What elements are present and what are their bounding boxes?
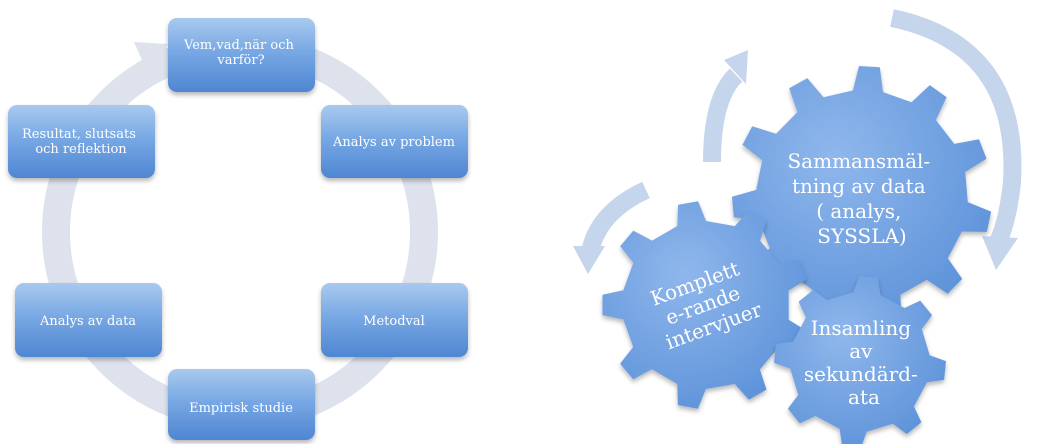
cycle-node-6-line-2: och reflektion xyxy=(35,142,127,157)
curved-arrow-right xyxy=(890,9,1022,246)
svg-text:Empirisk studie: Empirisk studie xyxy=(189,401,293,416)
cycle-node-3: Metodval xyxy=(321,283,468,357)
small-gear-line-1: Insamling xyxy=(811,316,912,340)
svg-text:Metodval: Metodval xyxy=(363,314,425,329)
svg-text:Vem,vad,när och varför: Vem,vad,när och varför? xyxy=(183,38,298,68)
large-gear-line-3: ( analys, xyxy=(816,199,901,223)
cycle-node-3-line-1: Metodval xyxy=(363,314,425,329)
cycle-node-4-line-1: Empirisk studie xyxy=(189,401,293,416)
large-gear-label: Sammansmäl- tning av data ( analys, SYSS… xyxy=(787,149,936,248)
small-gear xyxy=(774,276,946,444)
cycle-node-2-line-1: Analys av problem xyxy=(332,135,455,150)
cycle-diagram: Vem,vad,när och varför? Analys av proble… xyxy=(8,18,468,440)
large-gear-line-2: tning av data xyxy=(792,174,926,198)
large-gear-line-1: Sammansmäl- xyxy=(787,149,930,173)
cycle-node-5: Analys av data xyxy=(15,283,162,357)
svg-text:Analys av data: Analys av data xyxy=(39,314,136,329)
large-gear xyxy=(732,66,992,325)
small-gear-line-4: ata xyxy=(848,385,880,409)
cycle-node-1-line-2: varför? xyxy=(216,53,264,68)
svg-text:Resultat, slutsats och: Resultat, slutsats och reflektion xyxy=(22,127,140,157)
left-gear xyxy=(602,201,807,409)
curved-arrow-top-head xyxy=(724,50,748,84)
curved-arrow-left xyxy=(581,181,650,255)
cycle-node-1: Vem,vad,när och varför? xyxy=(168,18,315,92)
cycle-arrowhead xyxy=(134,42,168,74)
curved-arrow-top xyxy=(703,68,743,163)
cycle-node-1-line-1: Vem,vad,när och xyxy=(183,38,294,53)
svg-text:Analys av problem: Analys av problem xyxy=(332,135,455,150)
cycle-node-4: Empirisk studie xyxy=(168,369,315,440)
small-gear-label: Insamling av sekundärd- ata xyxy=(804,316,924,409)
large-gear-line-4: SYSSLA) xyxy=(817,224,906,248)
cycle-node-2: Analys av problem xyxy=(321,105,468,178)
gear-diagram: Sammansmäl- tning av data ( analys, SYSS… xyxy=(573,9,1022,444)
small-gear-line-2: av xyxy=(849,339,873,363)
curved-arrow-left-head xyxy=(573,246,605,274)
cycle-node-6: Resultat, slutsats och reflektion xyxy=(8,105,155,178)
cycle-node-5-line-1: Analys av data xyxy=(39,314,136,329)
cycle-node-6-line-1: Resultat, slutsats xyxy=(22,127,136,142)
small-gear-line-3: sekundärd- xyxy=(804,362,918,386)
curved-arrow-right-head xyxy=(982,236,1018,270)
cycle-ring xyxy=(42,34,438,430)
